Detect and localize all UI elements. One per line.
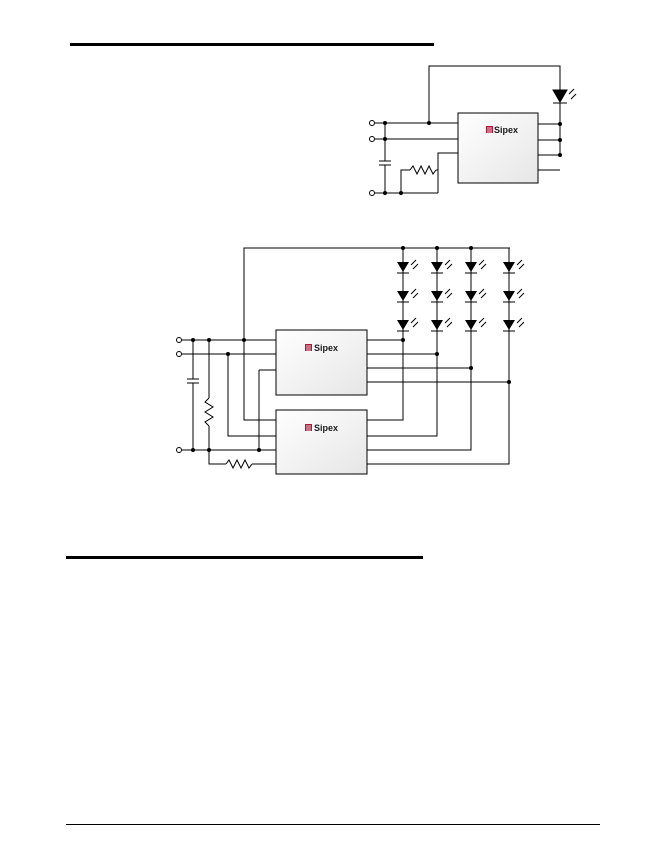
- led-diode: [465, 259, 487, 274]
- led-diode: [465, 288, 487, 303]
- chip-logo-lower: Sipex: [314, 423, 338, 433]
- led-diode: [397, 317, 419, 332]
- led-diode: [503, 317, 525, 332]
- footer-rule: [66, 824, 600, 825]
- led-diode: [465, 317, 487, 332]
- driver-chip-lower: [275, 409, 368, 475]
- top-section-rule: [70, 43, 434, 46]
- led-diode: [503, 288, 525, 303]
- terminal-en: [369, 136, 375, 142]
- chip-logo-upper: Sipex: [314, 343, 338, 353]
- led-diode: [397, 288, 419, 303]
- driver-chip-upper: [275, 329, 368, 396]
- led-diode: [431, 288, 453, 303]
- driver-chip: [457, 112, 539, 184]
- led-diode: [503, 259, 525, 274]
- led-diode: [431, 317, 453, 332]
- middle-section-rule: [66, 556, 423, 559]
- terminal-gnd: [369, 190, 375, 196]
- chip-logo: Sipex: [494, 125, 518, 135]
- led-diode: [397, 259, 419, 274]
- led-diode: [431, 259, 453, 274]
- terminal-vin: [369, 120, 375, 126]
